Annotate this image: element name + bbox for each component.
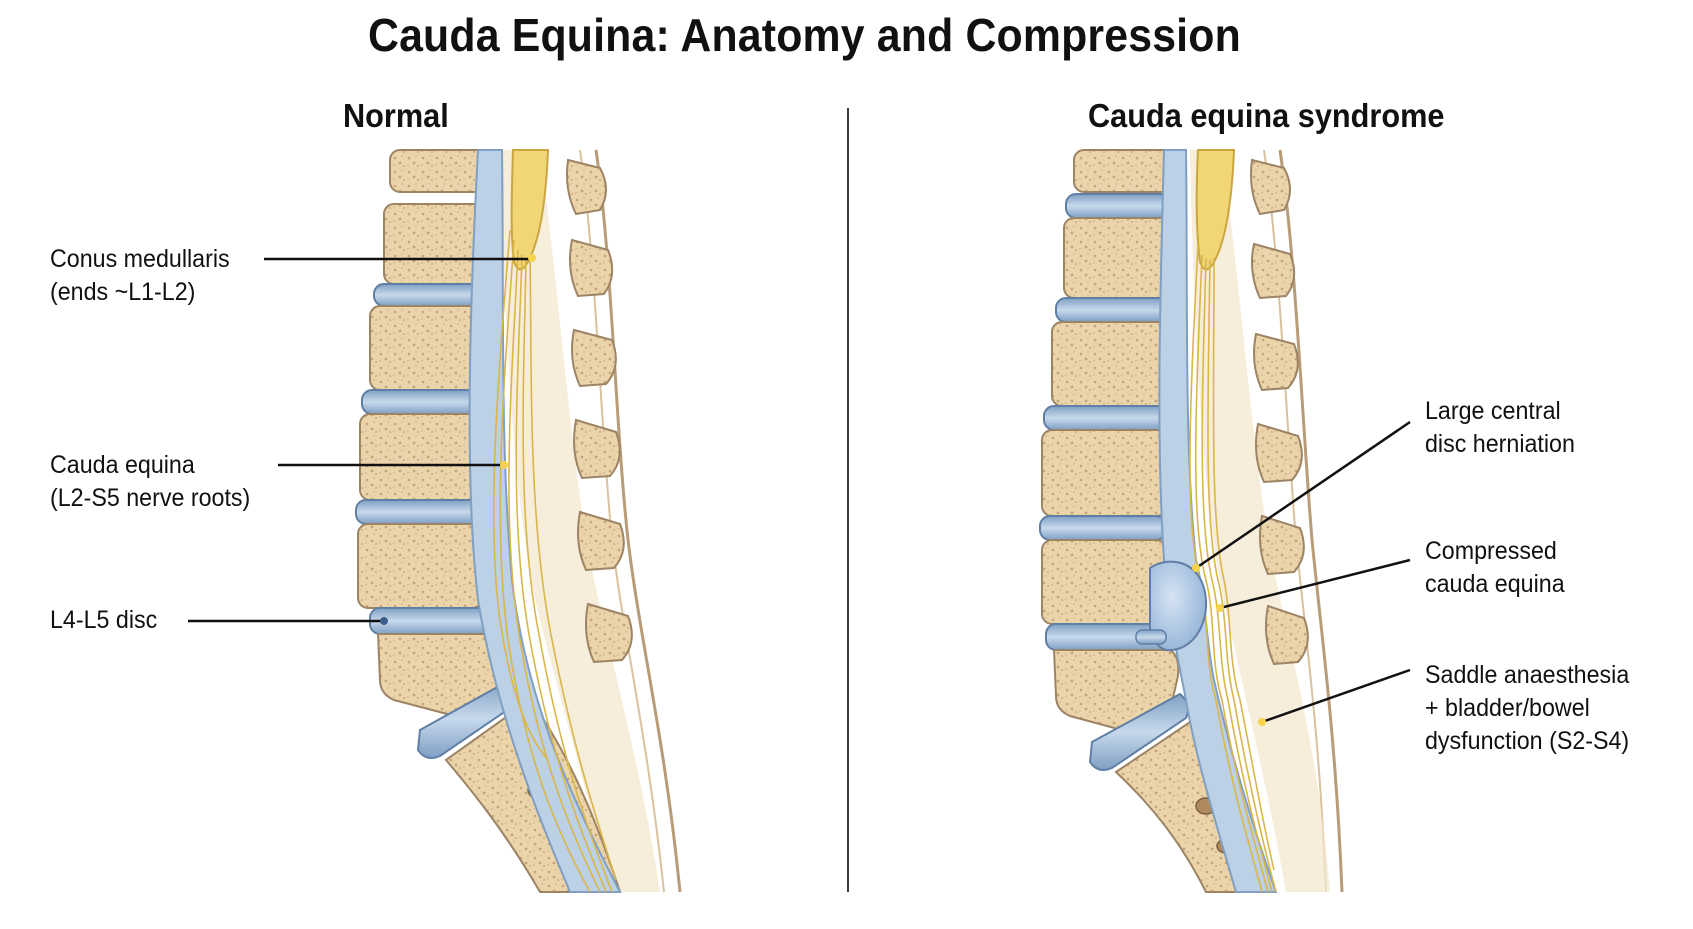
label-line: Conus medullaris: [50, 245, 230, 273]
label-line: + bladder/bowel: [1425, 694, 1590, 722]
page-title: Cauda Equina: Anatomy and Compression: [368, 9, 1241, 61]
label-l4-l5-disc: L4-L5 disc: [50, 604, 157, 637]
label-line: disc herniation: [1425, 430, 1575, 458]
label-compressed-cauda-equina: Compressed cauda equina: [1425, 535, 1565, 601]
spine-syndrome: [1039, 149, 1411, 893]
label-line: dysfunction (S2-S4): [1425, 727, 1630, 755]
label-disc-herniation: Large central disc herniation: [1425, 395, 1575, 461]
label-line: Large central: [1425, 397, 1561, 425]
label-saddle-anaesthesia: Saddle anaesthesia + bladder/bowel dysfu…: [1425, 659, 1629, 758]
label-line: Cauda equina: [50, 451, 195, 479]
label-line: L4-L5 disc: [50, 606, 158, 634]
label-line: (ends ~L1-L2): [50, 278, 196, 306]
label-line: Compressed: [1425, 537, 1557, 565]
label-conus-medullaris: Conus medullaris (ends ~L1-L2): [50, 243, 230, 309]
label-cauda-equina: Cauda equina (L2-S5 nerve roots): [50, 449, 250, 515]
panel-divider: [847, 108, 849, 892]
spine-normal: [188, 149, 682, 893]
panel-title-normal: Normal: [343, 97, 449, 134]
label-line: cauda equina: [1425, 570, 1565, 598]
label-line: (L2-S5 nerve roots): [50, 484, 251, 512]
label-line: Saddle anaesthesia: [1425, 661, 1630, 689]
panel-title-syndrome: Cauda equina syndrome: [1088, 97, 1445, 134]
